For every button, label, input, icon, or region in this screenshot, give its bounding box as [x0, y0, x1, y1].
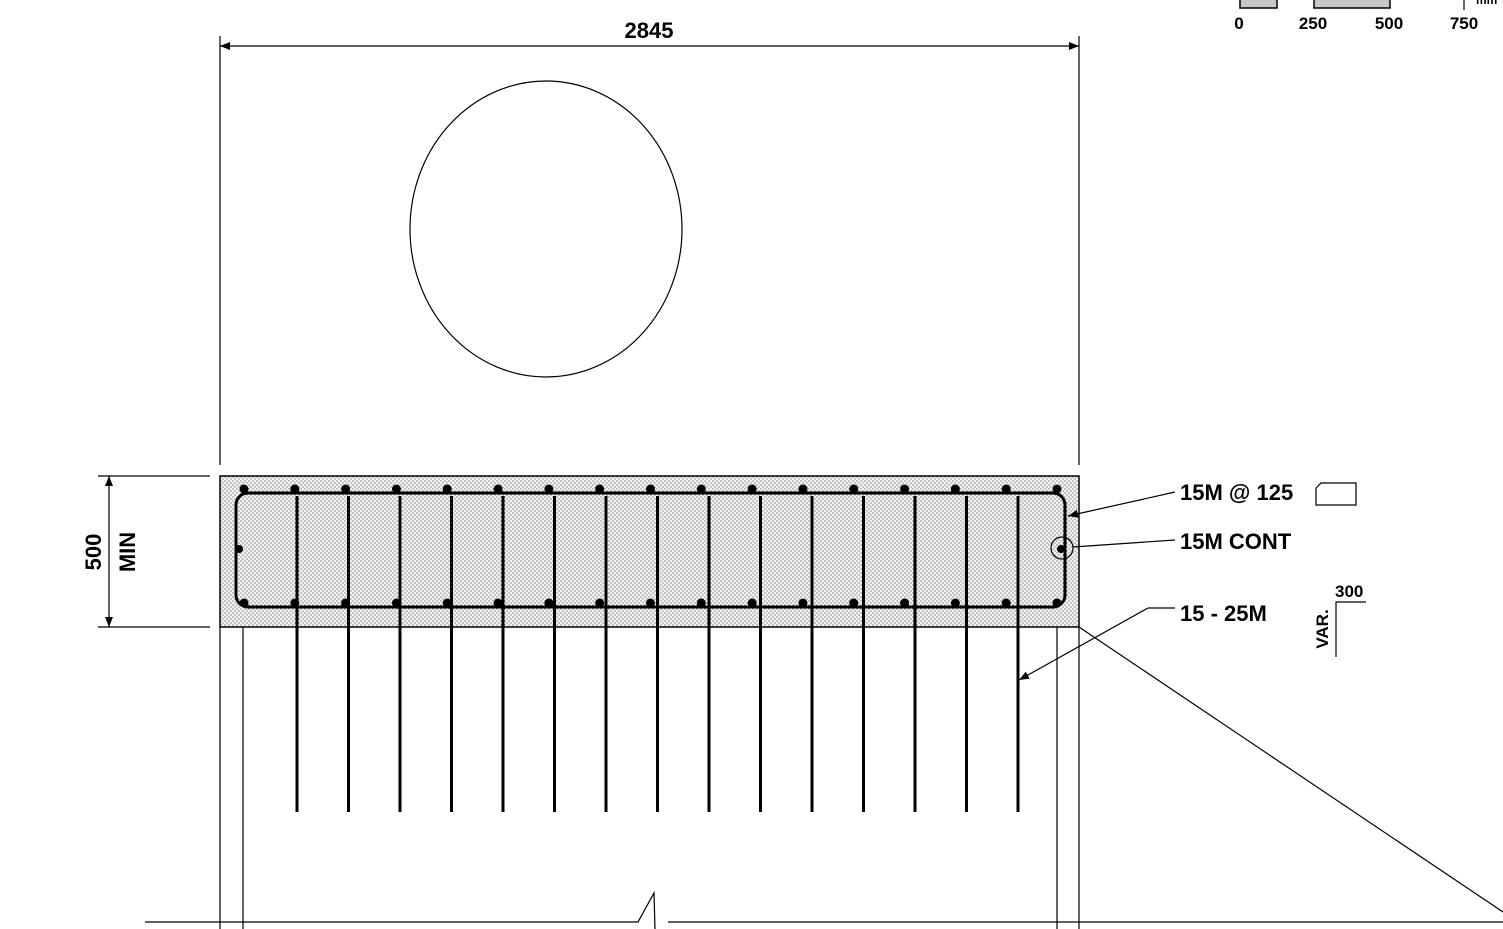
stirrup-shape-icon	[1315, 482, 1357, 506]
highlighted-bar-ring	[1050, 536, 1074, 560]
stirrup-callout-label: 15M @ 125	[1180, 480, 1293, 505]
variable-length-note: 300 VAR.	[1313, 582, 1366, 657]
scale-tick-500: 500	[1375, 14, 1403, 33]
top-bar	[493, 484, 503, 494]
circular-column	[409, 80, 683, 378]
width-dimension-label: 2845	[625, 18, 674, 43]
dowel-callout: 15 - 25M	[1018, 601, 1267, 681]
bottom-bar	[442, 598, 452, 608]
bottom-bar	[747, 598, 757, 608]
top-bar	[341, 484, 351, 494]
top-bar	[595, 484, 605, 494]
top-bar	[950, 484, 960, 494]
top-bar	[900, 484, 910, 494]
top-bar	[849, 484, 859, 494]
bottom-bar	[798, 598, 808, 608]
top-bar	[239, 484, 249, 494]
slope-line	[1078, 626, 1503, 913]
bottom-bar	[595, 598, 605, 608]
side-bar-right	[1057, 545, 1065, 553]
wall-below	[219, 627, 1080, 929]
longitudinal-callout: 15M CONT	[1072, 529, 1292, 554]
bottom-bar	[239, 598, 249, 608]
bottom-bar	[1052, 598, 1062, 608]
bottom-bar	[646, 598, 655, 608]
variable-length-label: VAR.	[1313, 609, 1332, 648]
top-bar	[391, 484, 401, 494]
scale-unit: mm	[1476, 0, 1497, 7]
depth-dimension-value: 500	[81, 534, 106, 571]
bottom-bar	[493, 598, 503, 608]
top-longitudinal-bars	[239, 484, 1062, 494]
bottom-bar	[1001, 598, 1011, 608]
top-bar	[1052, 484, 1062, 494]
top-bar	[646, 484, 655, 494]
ground-line-break	[145, 890, 1503, 929]
variable-length-bracket	[1335, 601, 1366, 657]
bottom-bar	[544, 598, 554, 608]
bottom-bar	[900, 598, 910, 608]
top-bar	[1001, 484, 1011, 494]
top-bar	[544, 484, 554, 494]
side-bar-left	[235, 545, 243, 553]
bottom-bar	[849, 598, 859, 608]
vertical-dowel-bars	[295, 496, 1020, 812]
top-bar	[442, 484, 452, 494]
bottom-bar	[696, 598, 706, 608]
bottom-bar	[950, 598, 960, 608]
scale-tick-250: 250	[1299, 14, 1327, 33]
variable-length-value: 300	[1335, 582, 1363, 601]
depth-dimension-note: MIN	[115, 532, 140, 572]
top-bar	[696, 484, 706, 494]
stirrup-callout: 15M @ 125	[1067, 480, 1357, 518]
scale-tick-750: 750	[1450, 14, 1478, 33]
scale-bar: 0 250 500 750 mm	[1234, 0, 1497, 33]
depth-dimension: 500 MIN	[81, 475, 210, 628]
width-dimension: 2845	[219, 18, 1080, 465]
dowel-callout-label: 15 - 25M	[1180, 601, 1267, 626]
longitudinal-callout-label: 15M CONT	[1180, 529, 1292, 554]
top-bar	[798, 484, 808, 494]
scale-tick-0: 0	[1234, 14, 1243, 33]
top-bar	[290, 484, 300, 494]
top-bar	[747, 484, 757, 494]
